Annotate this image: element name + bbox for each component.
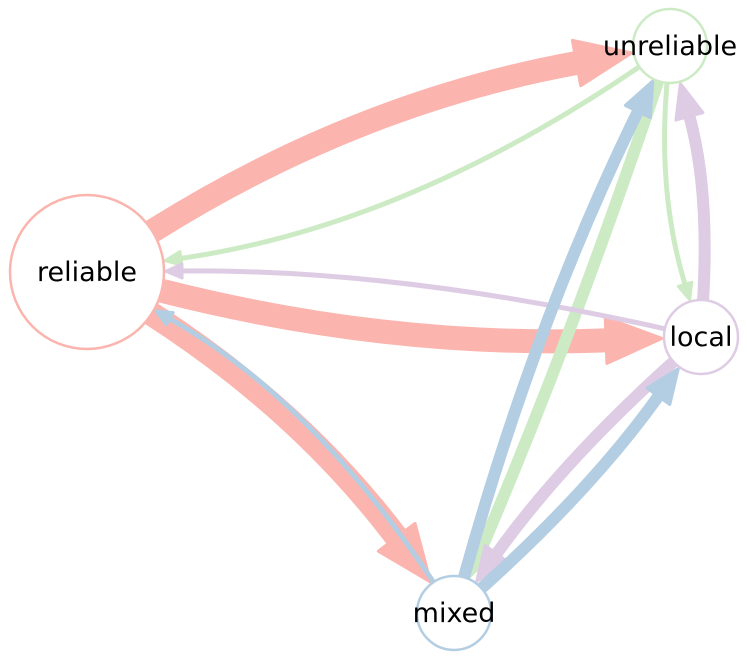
edge-reliable-to-local	[151, 279, 664, 365]
arrowhead	[645, 367, 680, 406]
edge-line	[476, 77, 664, 552]
edge-line	[683, 110, 711, 305]
node-circle	[8, 193, 166, 351]
arrowhead	[154, 309, 175, 327]
edge-line	[151, 279, 619, 354]
node-circle	[662, 298, 740, 376]
node-reliable: reliable	[8, 193, 166, 351]
edge-line	[179, 268, 666, 331]
arrowhead	[676, 280, 694, 302]
edge-line	[477, 390, 665, 593]
edge-unreliable-to-local	[662, 82, 694, 302]
edge-local-to-reliable	[164, 262, 666, 331]
edge-line	[662, 82, 688, 287]
arrowhead	[623, 79, 655, 120]
arrowhead	[376, 521, 432, 584]
node-circle	[415, 574, 493, 652]
nodes-layer: reliable unreliable local mixed	[8, 7, 740, 652]
node-local: local	[662, 298, 740, 376]
node-label-local: local	[670, 322, 733, 353]
edge-line	[167, 316, 435, 583]
node-mixed: mixed	[413, 574, 496, 652]
edge-local-to-unreliable	[674, 82, 711, 305]
edge-local-to-mixed	[475, 357, 678, 583]
edge-line	[142, 51, 589, 243]
node-label-mixed: mixed	[413, 598, 496, 629]
arrowhead	[674, 82, 705, 122]
edge-line	[490, 357, 678, 560]
node-label-reliable: reliable	[37, 257, 137, 288]
edge-reliable-to-mixed	[141, 303, 432, 584]
edge-reliable-to-unreliable	[142, 38, 634, 243]
arrowhead	[570, 38, 634, 88]
edge-mixed-to-reliable	[154, 309, 435, 583]
edge-line	[178, 65, 641, 261]
edges-layer	[141, 38, 711, 593]
node-label-unreliable: unreliable	[603, 31, 737, 62]
arrowhead	[603, 315, 664, 365]
arrowhead	[163, 250, 184, 267]
edge-line	[141, 303, 409, 550]
edge-mixed-to-unreliable	[458, 79, 655, 582]
node-circle	[631, 7, 709, 85]
arrowhead	[164, 262, 184, 280]
edge-unreliable-to-reliable	[163, 65, 641, 267]
edge-mixed-to-local	[477, 367, 680, 593]
edge-line	[458, 105, 644, 582]
node-unreliable: unreliable	[603, 7, 737, 85]
